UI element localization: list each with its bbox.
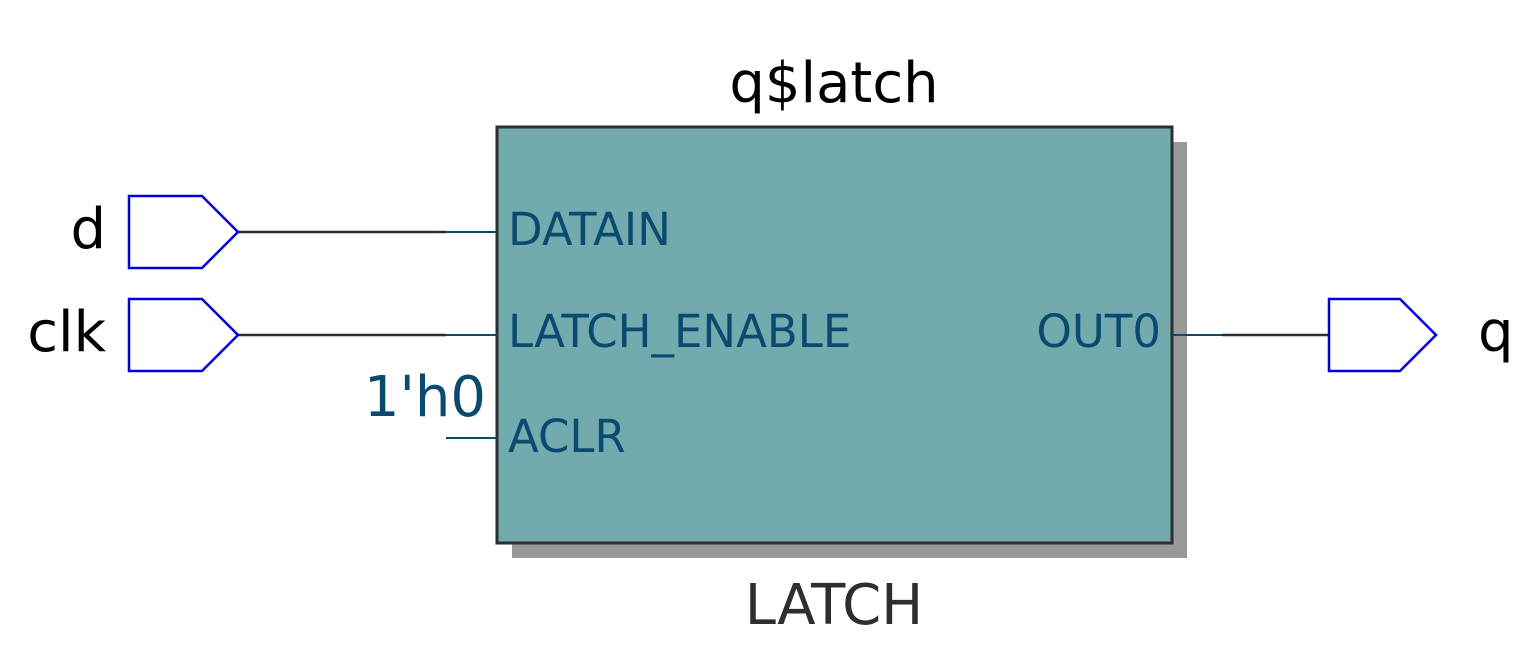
- pin-label-datain: DATAIN: [508, 203, 671, 256]
- aclr-constant-label: 1'h0: [364, 365, 486, 430]
- input-port-d-icon[interactable]: [127, 194, 240, 270]
- cell-type-label: LATCH: [745, 573, 924, 638]
- port-label-d: d: [70, 197, 106, 262]
- pin-label-aclr: ACLR: [508, 410, 626, 463]
- input-port-clk-icon[interactable]: [127, 297, 240, 373]
- pin-label-latch-enable: LATCH_ENABLE: [508, 305, 851, 358]
- instance-name-label: q$latch: [729, 51, 938, 116]
- latch-cell[interactable]: [495, 125, 1174, 545]
- port-label-q: q: [1478, 300, 1514, 365]
- pin-label-out0: OUT0: [1037, 305, 1161, 358]
- output-port-q-icon[interactable]: [1327, 297, 1438, 373]
- port-label-clk: clk: [27, 300, 106, 365]
